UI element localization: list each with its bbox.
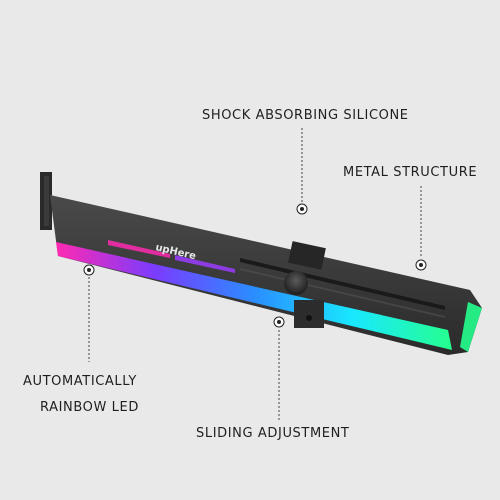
label-automatically: AUTOMATICALLY [23,374,137,389]
sliding-knob [284,241,326,328]
callout-metal [415,186,427,271]
label-rainbow-led: RAINBOW LED [40,400,139,415]
bracket-bar [50,195,482,355]
callout-sliding [273,316,285,420]
callout-shock [296,128,308,215]
rgb-led-strip [56,242,452,350]
label-metal-structure: METAL STRUCTURE [343,165,478,180]
callout-rainbow [83,264,95,362]
label-sliding-adjustment: SLIDING ADJUSTMENT [196,426,350,441]
label-shock-absorbing-silicone: SHOCK ABSORBING SILICONE [202,108,409,123]
left-mount-bracket [40,172,52,230]
